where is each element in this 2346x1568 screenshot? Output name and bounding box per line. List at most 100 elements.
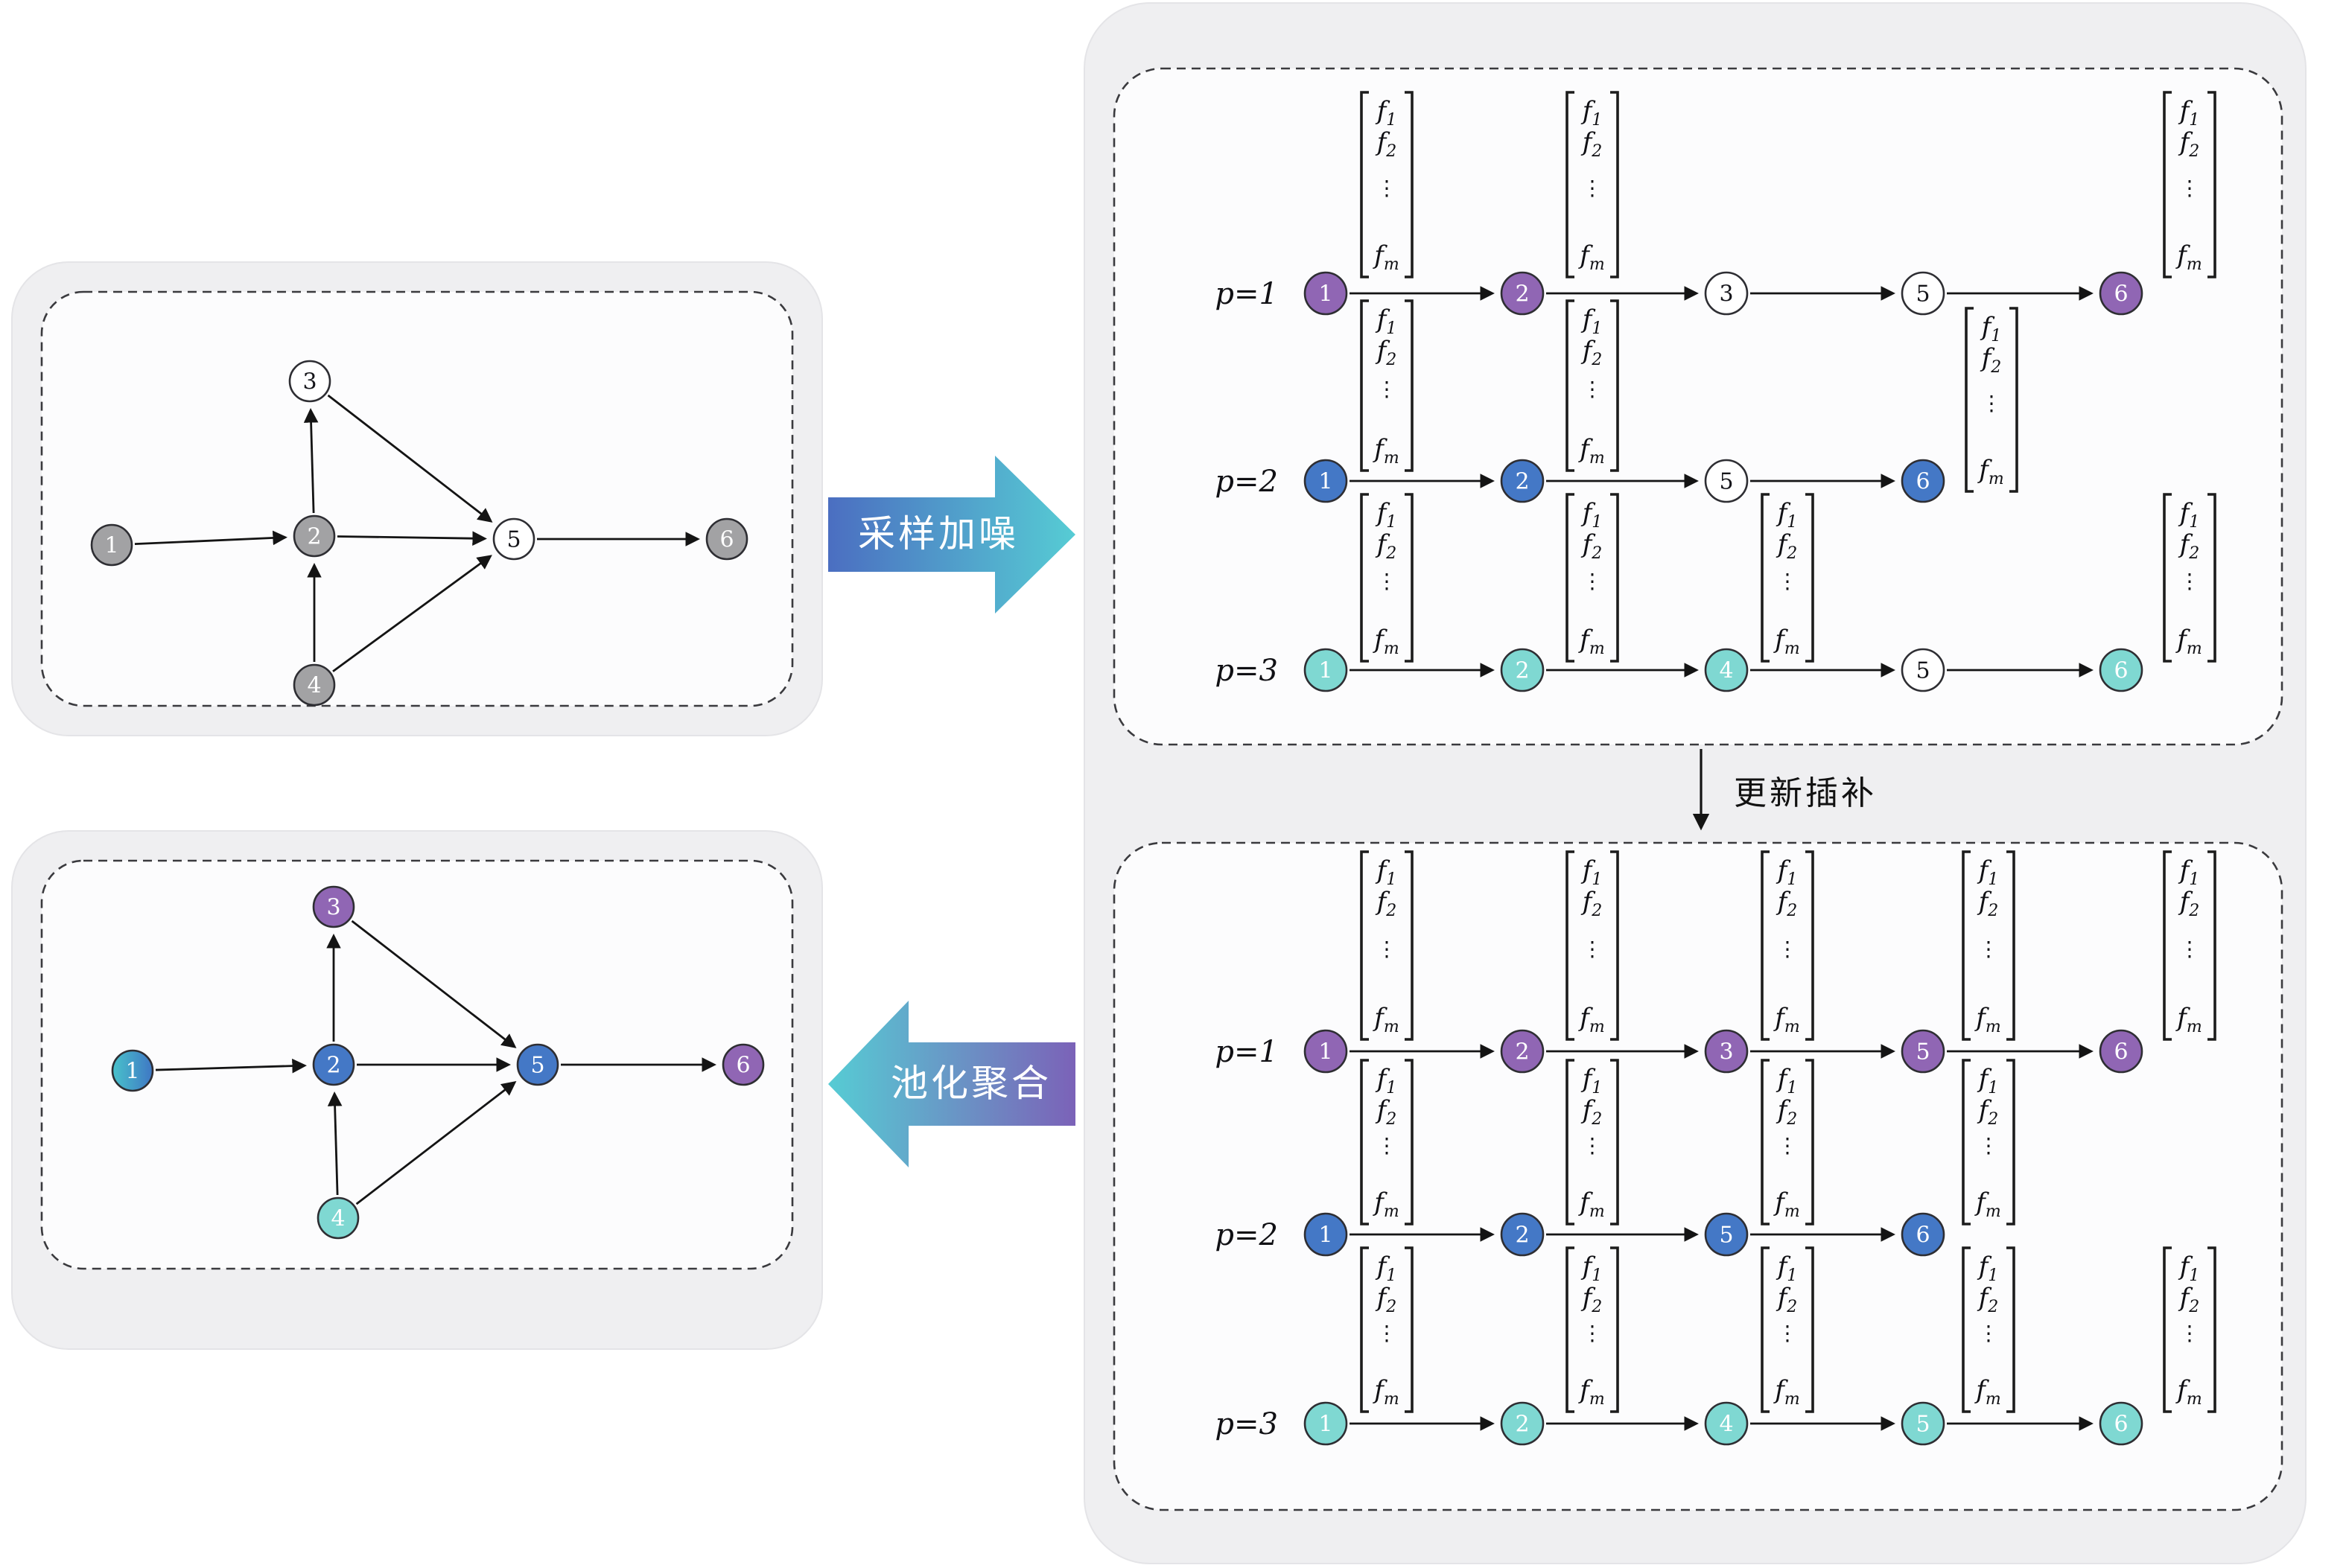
graph-node bbox=[492, 517, 535, 561]
node-number: 6 bbox=[2114, 658, 2128, 684]
vector-bracket-left bbox=[1360, 493, 1369, 663]
graph-node bbox=[1704, 459, 1749, 503]
vector-ellipsis: ⋮ bbox=[1582, 1133, 1603, 1158]
vector-bracket-left bbox=[1761, 1059, 1770, 1226]
vector-bracket-left bbox=[1761, 850, 1770, 1041]
graph-node bbox=[2099, 648, 2143, 692]
graph-node bbox=[1500, 459, 1545, 503]
vector-bracket-left bbox=[1761, 1246, 1770, 1413]
node-number: 1 bbox=[104, 533, 118, 559]
node-number: 6 bbox=[1916, 1223, 1930, 1249]
vector-ellipsis: ⋮ bbox=[1376, 176, 1397, 200]
graph-node bbox=[1901, 271, 1945, 316]
vector-bracket-right bbox=[1805, 850, 1814, 1041]
path-row-label: p=3 bbox=[1215, 654, 1278, 688]
vector-bracket-left bbox=[1360, 1246, 1369, 1413]
vector-bracket-left bbox=[1360, 850, 1369, 1041]
node-number: 3 bbox=[1719, 1039, 1733, 1065]
vector-bracket-left bbox=[1565, 1246, 1574, 1413]
vector-ellipsis: ⋮ bbox=[1376, 1321, 1397, 1345]
vector-ellipsis: ⋮ bbox=[1777, 937, 1798, 961]
edge-arrow bbox=[337, 531, 487, 546]
vector-bracket-right bbox=[2009, 307, 2018, 493]
graph-node bbox=[1500, 1401, 1545, 1446]
vector-ellipsis: ⋮ bbox=[1376, 937, 1397, 961]
node-number: 2 bbox=[1515, 1223, 1529, 1249]
vector-bracket-right bbox=[1610, 1246, 1619, 1413]
node-number: 6 bbox=[2114, 1039, 2128, 1065]
node-number: 1 bbox=[1318, 1412, 1332, 1438]
edge-arrow bbox=[355, 1080, 517, 1205]
vector-bracket-right bbox=[1405, 850, 1414, 1041]
graph-node bbox=[1704, 271, 1749, 316]
graph-node bbox=[1303, 271, 1348, 316]
vector-bracket-right bbox=[1405, 1246, 1414, 1413]
node-number: 5 bbox=[1916, 1039, 1930, 1065]
edge-arrow bbox=[327, 394, 493, 523]
vector-ellipsis: ⋮ bbox=[1777, 1321, 1798, 1345]
node-number: 5 bbox=[1916, 281, 1930, 307]
vector-bracket-right bbox=[2006, 1059, 2015, 1226]
vector-ellipsis: ⋮ bbox=[1777, 569, 1798, 593]
node-number: 3 bbox=[1719, 281, 1733, 307]
vector-bracket-right bbox=[2207, 1246, 2216, 1413]
vector-ellipsis: ⋮ bbox=[1582, 1321, 1603, 1345]
graph-node bbox=[705, 517, 748, 561]
graph-node bbox=[1901, 648, 1945, 692]
graph-node bbox=[111, 1049, 154, 1092]
vector-bracket-right bbox=[1405, 91, 1414, 278]
graph-node bbox=[1704, 648, 1749, 692]
node-number: 6 bbox=[2114, 281, 2128, 307]
graph-node bbox=[1901, 1401, 1945, 1446]
node-number: 6 bbox=[736, 1053, 750, 1079]
vector-bracket-right bbox=[2207, 493, 2216, 663]
pool-aggregate-arrow-shape bbox=[828, 1001, 1075, 1167]
graph-node bbox=[1500, 1212, 1545, 1257]
edge-arrow bbox=[351, 920, 517, 1048]
sample-noise-label: 采样加噪 bbox=[858, 513, 1019, 555]
node-number: 6 bbox=[2114, 1412, 2128, 1438]
vector-bracket-right bbox=[1610, 1059, 1619, 1226]
node-number: 3 bbox=[326, 895, 340, 921]
graph-node bbox=[312, 885, 355, 928]
node-number: 5 bbox=[1916, 658, 1930, 684]
graph-node bbox=[1704, 1212, 1749, 1257]
pool-aggregate-label: 池化聚合 bbox=[891, 1062, 1052, 1104]
vector-bracket-left bbox=[1962, 1059, 1971, 1226]
vector-bracket-right bbox=[1610, 850, 1619, 1041]
node-number: 1 bbox=[125, 1059, 139, 1085]
graph-node bbox=[288, 360, 331, 403]
node-number: 2 bbox=[1515, 1412, 1529, 1438]
graph-node bbox=[1303, 459, 1348, 503]
vector-ellipsis: ⋮ bbox=[1777, 1133, 1798, 1158]
graph-node bbox=[1500, 648, 1545, 692]
pool-aggregate-arrow: 池化聚合 bbox=[828, 1001, 1075, 1167]
vector-bracket-left bbox=[1565, 299, 1574, 472]
node-number: 2 bbox=[1515, 281, 1529, 307]
graph-node bbox=[1500, 271, 1545, 316]
vector-ellipsis: ⋮ bbox=[1376, 569, 1397, 593]
vector-bracket-right bbox=[1805, 1246, 1814, 1413]
vector-bracket-left bbox=[2163, 493, 2172, 663]
vector-bracket-right bbox=[1805, 493, 1814, 663]
node-number: 1 bbox=[1318, 469, 1332, 495]
vector-bracket-right bbox=[1610, 91, 1619, 278]
vector-bracket-right bbox=[1405, 299, 1414, 472]
node-number: 6 bbox=[1916, 469, 1930, 495]
graph-node bbox=[1303, 648, 1348, 692]
graph-node bbox=[2099, 271, 2143, 316]
vector-bracket-left bbox=[1360, 1059, 1369, 1226]
graph-node bbox=[1500, 1029, 1545, 1074]
node-number: 4 bbox=[331, 1206, 345, 1232]
graph-node bbox=[1303, 1401, 1348, 1446]
graph-node bbox=[90, 523, 133, 567]
right-top-panel-inner bbox=[1113, 67, 2283, 746]
update-impute-arrow: 更新插补 bbox=[1692, 749, 1874, 831]
graph-node bbox=[1901, 459, 1945, 503]
node-number: 6 bbox=[719, 527, 734, 553]
vector-ellipsis: ⋮ bbox=[1978, 1321, 1999, 1345]
node-number: 2 bbox=[307, 524, 321, 550]
node-number: 5 bbox=[530, 1053, 544, 1079]
vector-bracket-right bbox=[1405, 1059, 1414, 1226]
